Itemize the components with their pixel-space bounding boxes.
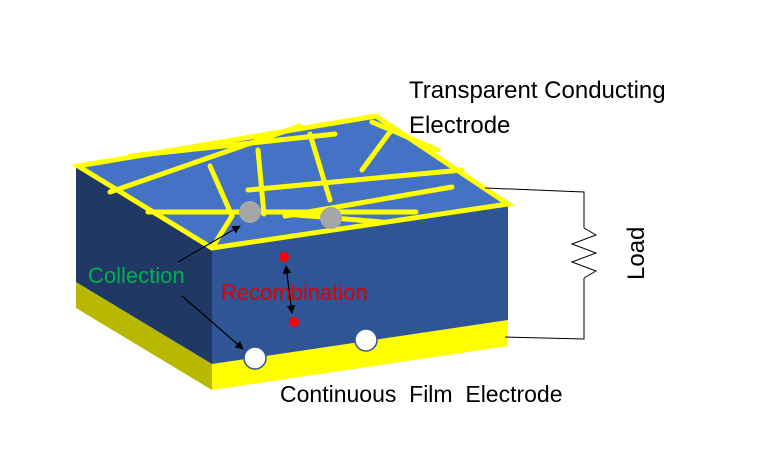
carriers: [239, 201, 378, 370]
bottom-electrode-front-face: [212, 320, 508, 390]
collected-carrier-dot: [320, 207, 342, 229]
nanowire: [255, 147, 267, 217]
recombination-label: Recombination: [221, 280, 368, 305]
collection-arrow-down: [181, 295, 244, 350]
nanowire-network: [70, 113, 515, 251]
bottom-electrode-label: Continuous Film Electrode: [280, 381, 563, 407]
collection-arrow-up: [177, 225, 241, 263]
bottom-electrode-film: [76, 282, 508, 390]
recombination-arrow: [282, 265, 296, 314]
resistor-icon: [570, 227, 598, 279]
recombination-dot: [289, 317, 299, 327]
absorber-front-face: [212, 204, 508, 364]
circuit-wire-top: [484, 187, 585, 228]
nanowire: [359, 129, 393, 173]
load-circuit: [484, 187, 598, 340]
hole-carrier-dot: [354, 328, 378, 352]
nanowire: [245, 167, 465, 193]
top-electrode-label-line2: Electrode: [409, 112, 510, 139]
collected-carrier-dot: [239, 201, 261, 223]
absorber-left-face: [76, 166, 212, 364]
nanowire: [107, 123, 303, 195]
load-label: Load: [623, 227, 650, 280]
nanowire: [127, 131, 338, 159]
nanowire: [209, 213, 235, 251]
collection-label: Collection: [88, 263, 185, 288]
hole-carrier-dot: [243, 346, 267, 370]
circuit-wire-bottom: [504, 278, 585, 340]
recombination-dot: [279, 252, 289, 262]
nanowire: [369, 119, 441, 153]
bottom-electrode-left-face: [76, 282, 212, 390]
top-electrode-label-line1: Transparent Conducting: [409, 77, 666, 104]
nanowire: [282, 184, 455, 219]
nanowire: [307, 131, 333, 203]
nanowire: [207, 163, 235, 219]
arrows: [177, 225, 296, 350]
